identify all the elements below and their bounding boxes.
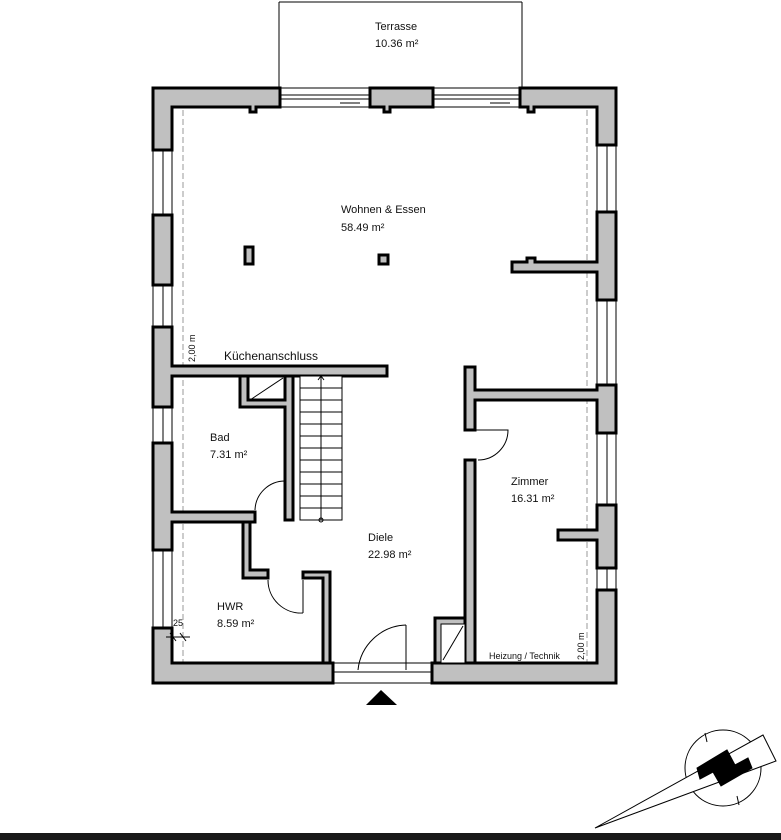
kitchen-connection-label: Küchenanschluss — [224, 349, 318, 363]
height-lines — [182, 110, 588, 663]
windows — [152, 87, 617, 684]
outer-walls — [151, 86, 618, 685]
room-area-wohnen: 58.49 m² — [341, 222, 385, 234]
heating-label: Heizung / Technik — [489, 651, 560, 661]
height-label-left: 2,00 m — [187, 334, 197, 362]
room-area-terrasse: 10.36 m² — [375, 38, 419, 50]
room-area-zimmer: 16.31 m² — [511, 493, 555, 505]
room-area-bad: 7.31 m² — [210, 449, 248, 461]
room-area-diele: 22.98 m² — [368, 549, 412, 561]
room-name-wohnen: Wohnen & Essen — [341, 204, 426, 216]
terrace — [278, 1, 523, 88]
room-name-bad: Bad — [210, 432, 230, 444]
entrance-arrow-icon — [366, 690, 397, 705]
room-area-hwr: 8.59 m² — [217, 618, 255, 630]
door-swings — [254, 429, 509, 671]
wall-dimension-label: 25 — [173, 618, 183, 628]
bottom-bar — [0, 833, 781, 840]
room-name-hwr: HWR — [217, 601, 243, 613]
interior-walls — [238, 245, 477, 665]
wall-dimension — [166, 632, 190, 642]
room-name-diele: Diele — [368, 532, 393, 544]
north-compass-icon — [594, 729, 777, 829]
height-label-right: 2,00 m — [576, 632, 586, 660]
staircase — [299, 375, 343, 523]
room-name-terrasse: Terrasse — [375, 21, 417, 33]
room-name-zimmer: Zimmer — [511, 476, 549, 488]
